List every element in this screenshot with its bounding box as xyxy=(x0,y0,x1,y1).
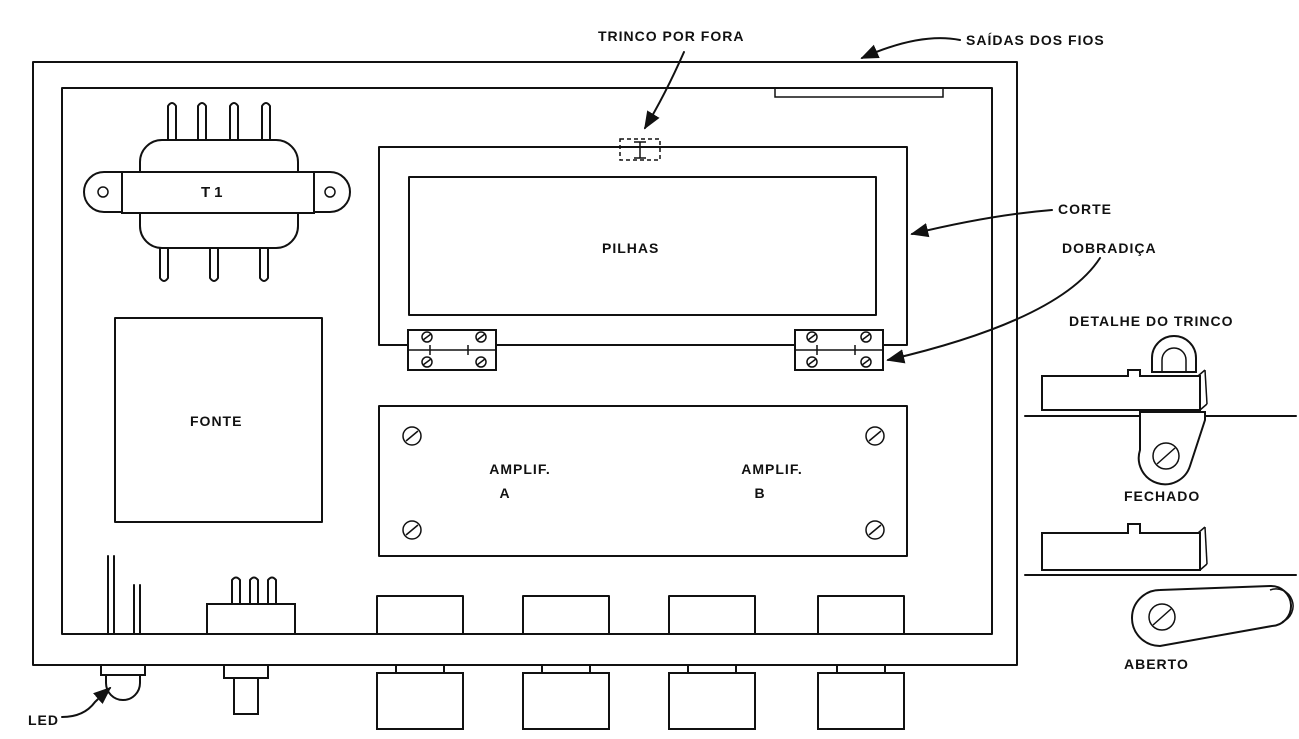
arrow-trinco xyxy=(644,51,685,130)
latch-detail-closed xyxy=(1024,335,1297,486)
wire-exit-slot xyxy=(774,87,944,98)
label-amplif-b-1: AMPLIF. xyxy=(741,461,803,477)
battery-compartment-inner xyxy=(408,176,877,316)
connector-3 xyxy=(668,595,756,730)
arrow-corte xyxy=(910,209,1053,238)
label-saidas-dos-fios: SAÍDAS DOS FIOS xyxy=(966,32,1105,48)
connector-1 xyxy=(376,595,464,730)
arrow-saidas xyxy=(860,37,961,59)
label-fechado: FECHADO xyxy=(1124,488,1201,504)
label-pilhas: PILHAS xyxy=(602,240,660,256)
connector-4 xyxy=(817,595,905,730)
latch-symbol xyxy=(619,138,661,161)
label-fonte: FONTE xyxy=(190,413,243,429)
label-dobradica: DOBRADIÇA xyxy=(1062,240,1157,256)
label-led: LED xyxy=(28,712,59,728)
label-amplif-b-2: B xyxy=(754,485,766,501)
label-corte: CORTE xyxy=(1058,201,1112,217)
connector-2 xyxy=(522,595,610,730)
label-trinco-por-fora: TRINCO POR FORA xyxy=(598,28,745,44)
label-amplif-a-2: A xyxy=(499,485,511,501)
hinge-right xyxy=(794,329,884,371)
battery-compartment-outer xyxy=(378,146,908,346)
led-component xyxy=(100,555,146,701)
label-detalhe-do-trinco: DETALHE DO TRINCO xyxy=(1069,313,1234,329)
fonte-box xyxy=(114,317,323,523)
label-t1: T1 xyxy=(201,184,227,201)
transformer-t1 xyxy=(83,102,351,282)
amplifier-board xyxy=(378,405,908,557)
arrow-dobradica xyxy=(886,257,1101,364)
latch-detail-open xyxy=(1024,523,1297,648)
arrow-led xyxy=(61,686,112,718)
label-amplif-a-1: AMPLIF. xyxy=(489,461,551,477)
hinge-left xyxy=(407,329,497,371)
label-aberto: ABERTO xyxy=(1124,656,1189,672)
enclosure-outer xyxy=(32,61,1018,666)
power-switch xyxy=(206,576,296,715)
